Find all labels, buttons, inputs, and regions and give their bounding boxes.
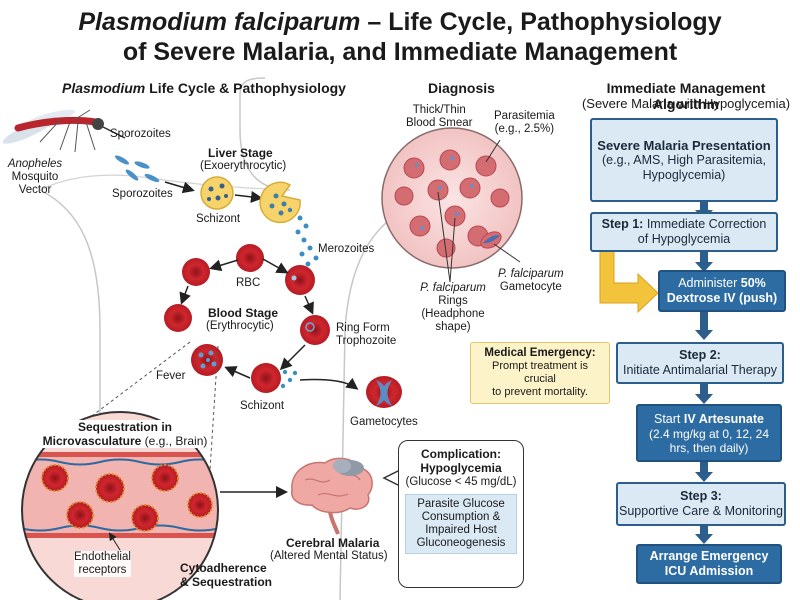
page-title: Plasmodium falciparum – Life Cycle, Path… [78, 8, 722, 36]
blood-schizont-label: Schizont [240, 400, 285, 412]
complication-callout: Complication: Hypoglycemia (Glucose < 45… [398, 440, 524, 588]
rbc-icons [164, 244, 330, 393]
complication-title: Complication: Hypoglycemia [420, 447, 502, 475]
ring-form-label: Ring Form Trophozoite [336, 322, 397, 347]
endothelial-label: Endothelial receptors [74, 551, 131, 577]
gametocyte-icon [366, 376, 402, 408]
icu-box: Arrange Emergency ICU Admission [636, 544, 782, 584]
page-title-line2: of Severe Malaria, and Immediate Managem… [122, 38, 678, 66]
liver-stage-sub: (Exoerythrocytic) [200, 160, 287, 172]
sporozoite-icons [114, 155, 160, 183]
cerebral-malaria-title: Cerebral Malaria [286, 536, 380, 550]
fever-label: Fever [156, 370, 186, 382]
medical-emergency-note: Medical Emergency: Prompt treatment is c… [470, 342, 610, 404]
sequestration-title: Sequestration in Microvasculature (e.g.,… [40, 420, 210, 448]
fever-rbc-icon [191, 344, 223, 376]
management-subheader: (Severe Malaria with Hypoglycemia) [581, 96, 791, 111]
blood-stage-sub: (Erythrocytic) [206, 320, 274, 332]
glucose-threshold: (Glucose < 45 mg/dL) [405, 476, 517, 488]
sporozoites-label-bottom: Sporozoites [112, 188, 173, 200]
yellow-arrow [599, 249, 659, 314]
ruptured-liver-cell-icon [259, 181, 301, 224]
diagnosis-header: Diagnosis [428, 80, 495, 96]
hypoglycemia-mechanism: Parasite Glucose Consumption & Impaired … [405, 494, 517, 554]
dextrose-box: Administer 50% Dextrose IV (push) [658, 270, 786, 312]
lifecycle-header: Plasmodium Life Cycle & Pathophysiology [62, 80, 346, 96]
mosquito-icon [2, 109, 126, 153]
presentation-box: Severe Malaria Presentation (e.g., AMS, … [590, 118, 778, 202]
step1-box: Step 1: Immediate Correction of Hypoglyc… [590, 212, 778, 252]
rbc-label: RBC [236, 277, 261, 289]
ring-form-icon [305, 322, 315, 332]
step2-box: Step 2: Initiate Antimalarial Therapy [616, 342, 784, 384]
merozoites-label: Merozoites [318, 243, 375, 255]
liver-schizont-label: Schizont [196, 213, 241, 225]
blood-smear-icon [381, 127, 523, 269]
zoom-circle-border [21, 411, 219, 600]
management-header: Immediate Management Algorithm [606, 80, 766, 112]
liver-schizont-icon [200, 176, 234, 210]
knobbed-rbc-icons [41, 464, 213, 532]
merozoite-dots [295, 215, 319, 267]
blood-stage-title: Blood Stage [208, 306, 279, 320]
cerebral-malaria-sub: (Altered Mental Status) [270, 550, 388, 562]
gametocytes-label: Gametocytes [350, 416, 418, 428]
sporozoites-label-top: Sporozoites [110, 128, 171, 140]
parasitemia-label: Parasitemia (e.g., 2.5%) [494, 110, 555, 135]
cytoadherence-label: Cytoadherence & Sequestration [180, 561, 273, 589]
blood-smear-label: Thick/Thin Blood Smear [406, 104, 473, 129]
liver-stage-title: Liver Stage [208, 146, 273, 160]
brain-icon [291, 457, 373, 535]
step3-box: Step 3: Supportive Care & Monitoring [616, 482, 786, 526]
artesunate-box: Start IV Artesunate (2.4 mg/kg at 0, 12,… [636, 404, 782, 462]
